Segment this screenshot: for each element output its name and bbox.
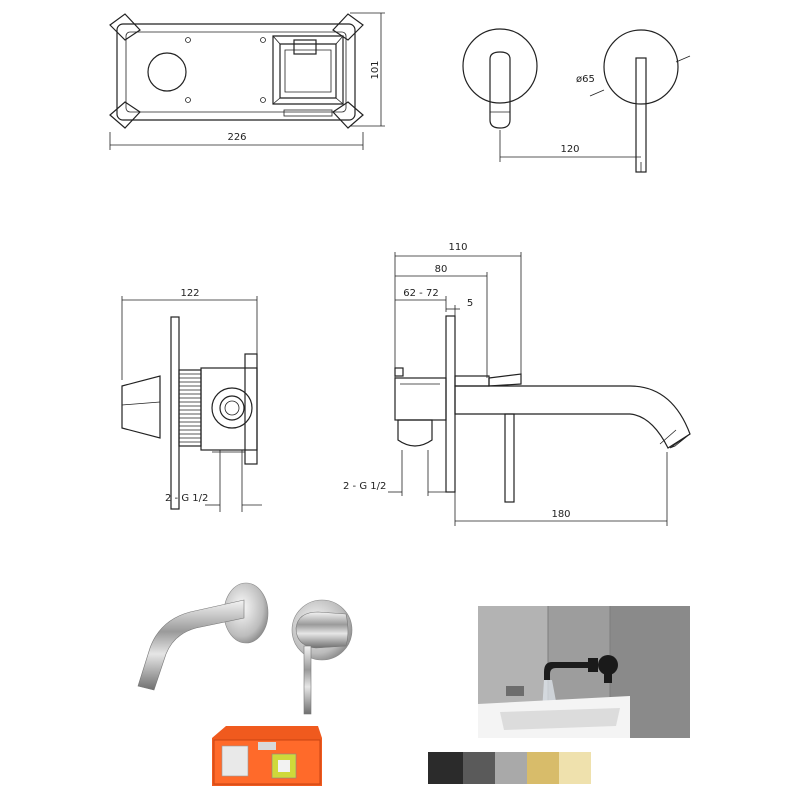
lifestyle-photo <box>478 606 690 738</box>
swatch-gunmetal[interactable] <box>428 752 463 784</box>
plates-front-view: ø65 120 <box>462 28 691 173</box>
spout-offset-label: 80 <box>435 264 448 275</box>
box-height-label: 101 <box>370 60 381 79</box>
spout-length-label: 180 <box>551 509 570 520</box>
box-width-label: 226 <box>227 132 246 143</box>
swatch-brushed-gold[interactable] <box>527 752 559 784</box>
box-top-view: 226 101 <box>109 12 385 150</box>
plate-thickness-label: 5 <box>467 298 473 309</box>
product-render <box>137 582 353 715</box>
box-render <box>212 726 322 786</box>
swatch-champagne[interactable] <box>559 752 591 784</box>
swatch-graphite[interactable] <box>463 752 495 784</box>
valve-depth-label: 122 <box>180 288 199 299</box>
installed-thread-label: 2 - G 1/2 <box>343 481 386 492</box>
plate-diameter-label: ø65 <box>576 74 595 85</box>
plate-spacing-label: 120 <box>560 144 579 155</box>
valve-thread-label: 2 - G 1/2 <box>165 493 208 504</box>
overall-depth-label: 110 <box>448 242 467 253</box>
finish-swatches <box>428 752 591 784</box>
wall-range-label: 62 - 72 <box>403 288 438 299</box>
swatch-chrome[interactable] <box>495 752 527 784</box>
valve-side-view: 122 2 - G 1/2 <box>121 288 262 512</box>
installed-side-view: 110 80 62 - 72 5 2 - G 1/2 180 <box>343 242 691 526</box>
